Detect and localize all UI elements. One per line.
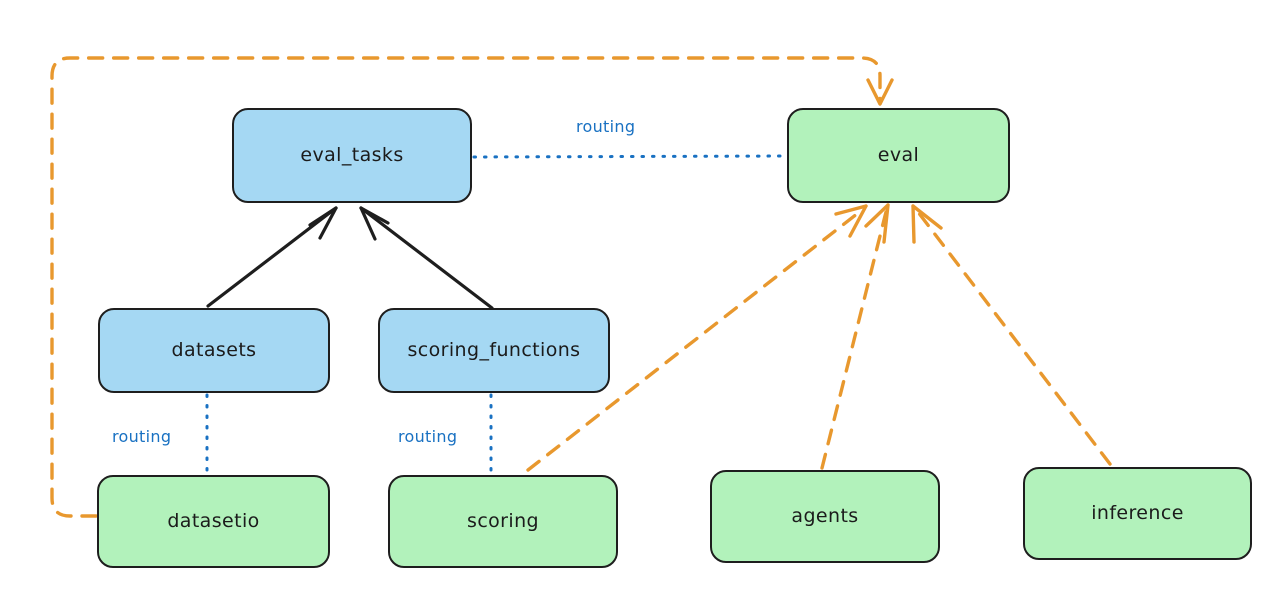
node-scoring-functions[interactable]: scoring_functions <box>378 308 610 393</box>
edge-scoring-functions-to-eval-tasks <box>359 206 494 310</box>
node-eval-tasks[interactable]: eval_tasks <box>232 108 472 203</box>
node-datasets[interactable]: datasets <box>98 308 330 393</box>
node-inference[interactable]: inference <box>1023 467 1252 560</box>
node-datasetio[interactable]: datasetio <box>97 475 330 568</box>
edge-agents-to-eval <box>820 203 890 470</box>
node-agents-label: agents <box>791 504 859 527</box>
node-agents[interactable]: agents <box>710 470 940 563</box>
edge-label-routing-eval-tasks-eval: routing <box>576 117 636 136</box>
edge-label-routing-datasets-datasetio: routing <box>112 427 172 446</box>
edge-datasets-to-eval-tasks <box>206 206 338 308</box>
node-scoring-functions-label: scoring_functions <box>407 338 581 361</box>
edge-label-routing-scoring-functions-scoring: routing <box>398 427 458 446</box>
node-inference-label: inference <box>1091 501 1184 524</box>
node-eval-tasks-label: eval_tasks <box>300 143 404 166</box>
node-eval-label: eval <box>877 143 920 166</box>
edge-datasetio-to-eval <box>50 56 894 518</box>
node-scoring[interactable]: scoring <box>388 475 618 568</box>
node-datasetio-label: datasetio <box>167 509 260 532</box>
edge-scoring-to-eval <box>526 204 868 472</box>
node-scoring-label: scoring <box>467 509 539 532</box>
node-datasets-label: datasets <box>171 338 257 361</box>
edge-inference-to-eval <box>911 204 1112 466</box>
edge-eval-tasks-to-eval <box>472 154 788 159</box>
node-eval[interactable]: eval <box>787 108 1010 203</box>
